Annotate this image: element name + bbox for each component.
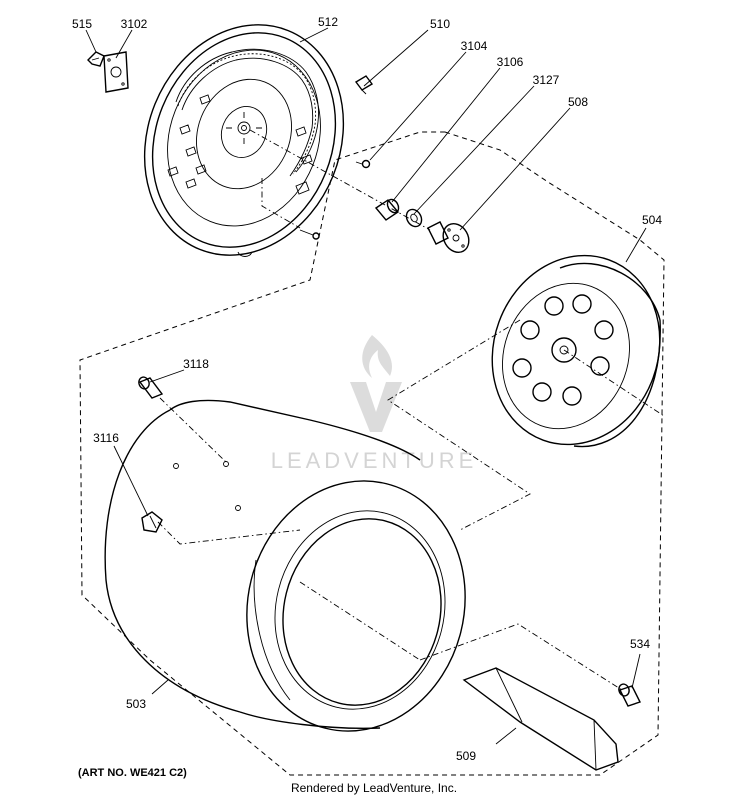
part-509-baffle (462, 667, 619, 771)
part-3106-bushing (374, 198, 400, 221)
callout-512: 512 (318, 15, 338, 29)
part-508-shaft (427, 221, 470, 254)
callout-labels: 515 3102 512 510 3104 3106 3127 508 504 … (72, 15, 662, 763)
part-3104-screw (355, 159, 371, 169)
part-503-drum (104, 399, 466, 732)
centerline-wheel (563, 349, 665, 417)
callout-503: 503 (126, 697, 146, 711)
centerline-baffle (419, 623, 623, 691)
callout-3118: 3118 (183, 357, 209, 371)
callout-3102: 3102 (121, 17, 148, 31)
part-515-bracket (87, 51, 105, 67)
watermark-text: LEADVENTURE (271, 448, 478, 473)
centerline-drum-axis (299, 581, 421, 661)
centerline-upper (249, 129, 431, 231)
callout-515: 515 (72, 17, 92, 31)
leader-lines (85, 27, 647, 745)
assembly-boundary (79, 131, 665, 776)
art-number: (ART NO. WE421 C2) (78, 767, 187, 779)
part-534-screw (618, 683, 641, 707)
callout-3127: 3127 (533, 73, 560, 87)
watermark: LEADVENTURE (271, 335, 478, 473)
centerline-wheel-to-drum (387, 319, 531, 531)
callout-504: 504 (642, 213, 662, 227)
part-3118-bolt (138, 376, 164, 399)
centerline-bolt (159, 397, 227, 463)
part-3127-washer (405, 208, 423, 228)
centerline-clip (157, 521, 301, 545)
centerline-bulkhead-drop (261, 178, 301, 229)
callout-3116: 3116 (93, 431, 119, 445)
part-3116-clip (141, 511, 163, 533)
footer-credit: Rendered by LeadVenture, Inc. (291, 781, 457, 795)
callout-534: 534 (630, 637, 650, 651)
callout-509: 509 (456, 749, 476, 763)
flame-v-logo-icon (350, 335, 402, 432)
part-504-rear-drum-wheel (491, 254, 661, 448)
part-510-clip (354, 75, 374, 95)
callout-3104: 3104 (461, 39, 488, 53)
callout-510: 510 (430, 17, 450, 31)
part-512-rear-bulkhead (143, 24, 345, 257)
callout-508: 508 (568, 95, 588, 109)
callout-3106: 3106 (497, 55, 524, 69)
bulkhead-screw (299, 229, 320, 240)
